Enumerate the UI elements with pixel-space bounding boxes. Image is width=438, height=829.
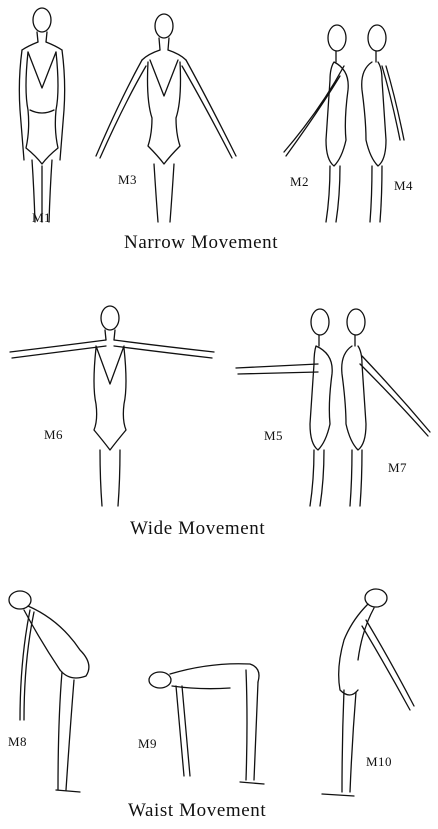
label-m9: M9 xyxy=(138,736,157,752)
label-m7: M7 xyxy=(388,460,407,476)
caption-wide-movement: Wide Movement xyxy=(130,518,265,540)
label-m3: M3 xyxy=(118,172,137,188)
figure-m8 xyxy=(9,591,89,792)
figure-m1 xyxy=(19,8,64,222)
figure-m2 xyxy=(284,25,348,222)
caption-narrow-movement: Narrow Movement xyxy=(124,232,278,254)
figure-m5 xyxy=(236,309,332,506)
figure-m6 xyxy=(10,306,214,506)
figure-m3 xyxy=(96,14,236,222)
label-m4: M4 xyxy=(394,178,413,194)
label-m6: M6 xyxy=(44,427,63,443)
label-m5: M5 xyxy=(264,428,283,444)
label-m1: M1 xyxy=(32,210,51,226)
figure-m9 xyxy=(149,664,264,784)
label-m2: M2 xyxy=(290,174,309,190)
label-m10: M10 xyxy=(366,754,392,770)
label-m8: M8 xyxy=(8,734,27,750)
caption-waist-movement: Waist Movement xyxy=(128,800,266,822)
figure-m7 xyxy=(342,309,430,506)
